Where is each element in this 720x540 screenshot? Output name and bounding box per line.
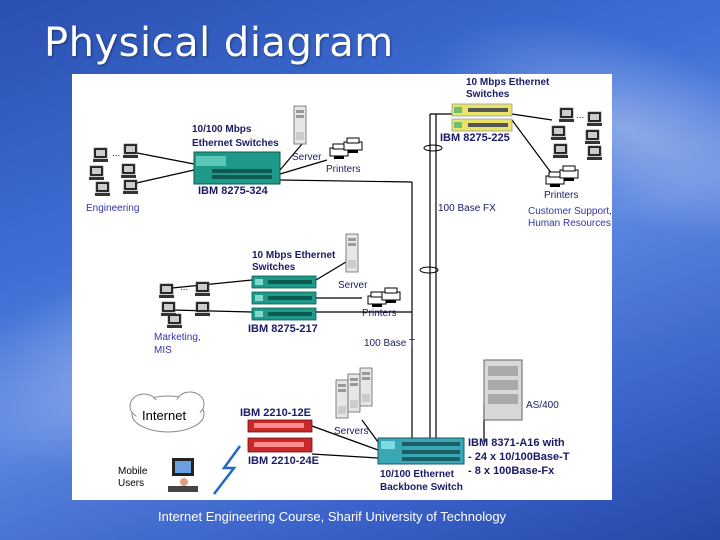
- marketing-server[interactable]: [345, 233, 359, 273]
- lightning-icon: [213, 445, 242, 495]
- backbone-ports: - 8 x 100Base-Fx: [468, 465, 555, 477]
- fx-link-label: 100 Base FX: [438, 203, 496, 214]
- marketing-printers[interactable]: [367, 287, 401, 308]
- servers-group[interactable]: [335, 367, 373, 419]
- fiber-coil: [423, 144, 443, 152]
- support-switch[interactable]: [451, 103, 513, 132]
- as400[interactable]: [483, 359, 523, 421]
- support-area-label: Human Resources: [528, 218, 611, 229]
- network-diagram: ... 10/100 Mbps Ethernet Switches IBM 82…: [86, 77, 612, 495]
- pc-ellipsis: ...: [180, 282, 188, 293]
- engineering-server-label: Server: [292, 152, 322, 163]
- fiber-coil: [419, 266, 439, 274]
- support-area-label: Customer Support,: [528, 206, 612, 217]
- support-printers-label: Printers: [544, 190, 578, 201]
- as400-label: AS/400: [526, 400, 559, 411]
- marketing-switch-heading: 10 Mbps Ethernet: [252, 250, 336, 261]
- connection-lines: [131, 113, 553, 459]
- backbone-ports: - 24 x 10/100Base-T: [468, 451, 570, 463]
- router-2210-24e[interactable]: [247, 437, 313, 453]
- mobile-users-label: Users: [118, 478, 144, 489]
- marketing-switch-heading: Switches: [252, 262, 296, 273]
- mobile-user: [168, 458, 198, 492]
- engineering-server[interactable]: [293, 105, 307, 145]
- router-label: IBM 2210-12E: [240, 407, 311, 419]
- marketing-area-label: Marketing,: [154, 332, 201, 343]
- support-switch-model: IBM 8275-225: [440, 132, 510, 144]
- router-2210-12e[interactable]: [247, 419, 313, 433]
- marketing-switch-model: IBM 8275-217: [248, 323, 318, 335]
- engineering-area-label: Engineering: [86, 203, 139, 214]
- support-printers[interactable]: [545, 165, 579, 188]
- backbone-model: IBM 8371-A16 with: [468, 437, 565, 449]
- engineering-printers[interactable]: [329, 137, 363, 160]
- internet-label: Internet: [142, 408, 186, 423]
- support-switch-heading: 10 Mbps Ethernet: [466, 77, 550, 88]
- slide-title: Physical diagram: [44, 20, 394, 66]
- mobile-users-label: Mobile: [118, 466, 148, 477]
- marketing-printers-label: Printers: [362, 308, 396, 319]
- router-label: IBM 2210-24E: [248, 455, 319, 467]
- slide-footer: Internet Engineering Course, Sharif Univ…: [158, 509, 507, 524]
- servers-label: Servers: [334, 426, 368, 437]
- pc-ellipsis: ...: [576, 110, 584, 121]
- internet-cloud: [129, 391, 205, 433]
- marketing-switch[interactable]: [251, 275, 317, 321]
- pc-ellipsis: ...: [112, 148, 120, 159]
- engineering-switch-heading: 10/100 Mbps: [192, 124, 252, 135]
- marketing-area-label: MIS: [154, 345, 172, 356]
- support-switch-heading: Switches: [466, 89, 510, 100]
- backbone-label: 10/100 Ethernet: [380, 469, 455, 480]
- engineering-printers-label: Printers: [326, 164, 360, 175]
- diagram-panel: ... 10/100 Mbps Ethernet Switches IBM 82…: [72, 74, 612, 500]
- t-link-label: 100 Base T: [364, 338, 415, 349]
- engineering-switch[interactable]: [193, 151, 281, 185]
- engineering-switch-model: IBM 8275-324: [198, 185, 269, 197]
- engineering-switch-heading: Ethernet Switches: [192, 138, 279, 149]
- backbone-switch[interactable]: [377, 437, 465, 465]
- marketing-server-label: Server: [338, 280, 368, 291]
- backbone-label: Backbone Switch: [380, 482, 463, 493]
